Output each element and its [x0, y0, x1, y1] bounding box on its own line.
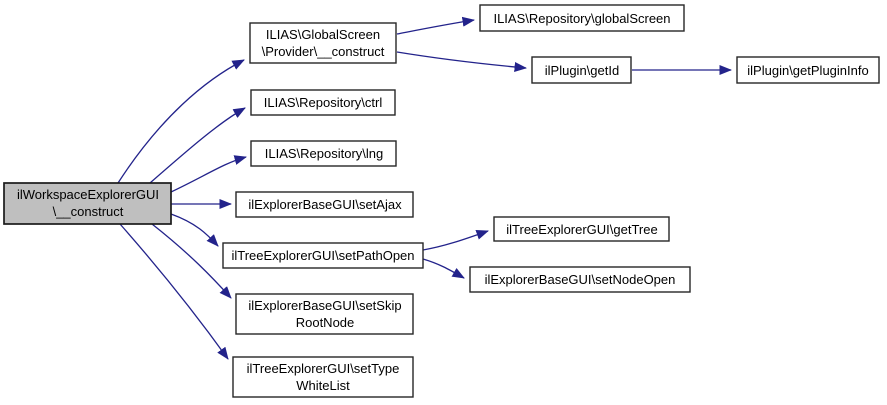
node-label: ILIAS\Repository\ctrl — [264, 95, 383, 110]
node-ilExplorerBaseGUI-setSkipRootNode[interactable]: ilExplorerBaseGUI\setSkip RootNode — [235, 293, 414, 335]
node-box[interactable] — [469, 266, 691, 293]
node-box[interactable] — [249, 22, 397, 64]
edge-provider-getId — [396, 51, 527, 72]
edge-construct-setTypeWhiteList — [119, 223, 229, 360]
edge-layer — [117, 16, 732, 360]
node-ilTreeExplorerGUI-setPathOpen[interactable]: ilTreeExplorerGUI\setPathOpen — [222, 242, 424, 269]
edge-setPathOpen-setNodeOpen — [422, 258, 465, 279]
node-label: ilTreeExplorerGUI\setType — [247, 361, 400, 376]
node-box — [3, 182, 172, 225]
node-ilPlugin-getId[interactable]: ilPlugin\getId — [531, 56, 632, 84]
node-ilExplorerBaseGUI-setAjax[interactable]: ilExplorerBaseGUI\setAjax — [235, 191, 414, 218]
edge-provider-globalScreen — [396, 16, 475, 35]
node-box[interactable] — [479, 4, 685, 32]
edge-construct-setSkipRootNode — [151, 223, 232, 299]
node-box[interactable] — [493, 216, 670, 242]
node-label: \Provider\__construct — [262, 44, 385, 59]
edge-construct-ctrl — [149, 107, 246, 184]
node-box[interactable] — [222, 242, 424, 269]
node-label: ilWorkspaceExplorerGUI — [17, 187, 159, 202]
node-label: ILIAS\GlobalScreen — [266, 27, 380, 42]
node-label: ILIAS\Repository\globalScreen — [493, 11, 670, 26]
node-ILIAS-Repository-ctrl[interactable]: ILIAS\Repository\ctrl — [250, 89, 396, 116]
node-ilWorkspaceExplorerGUI-construct: ilWorkspaceExplorerGUI \__construct — [3, 182, 172, 225]
node-label: ilExplorerBaseGUI\setAjax — [248, 197, 402, 212]
node-box[interactable] — [250, 89, 396, 116]
node-ILIAS-GlobalScreen-Provider-construct[interactable]: ILIAS\GlobalScreen \Provider\__construct — [249, 22, 397, 64]
node-label: \__construct — [53, 204, 124, 219]
edge-construct-provider — [117, 59, 245, 184]
node-label: ilPlugin\getPluginInfo — [747, 63, 868, 78]
node-label: ilTreeExplorerGUI\getTree — [506, 222, 657, 237]
node-label: WhiteList — [296, 378, 350, 393]
node-box[interactable] — [232, 356, 414, 398]
node-label: ilExplorerBaseGUI\setSkip — [248, 298, 401, 313]
node-ILIAS-Repository-globalScreen[interactable]: ILIAS\Repository\globalScreen — [479, 4, 685, 32]
node-label: ilTreeExplorerGUI\setPathOpen — [231, 248, 414, 263]
edge-setPathOpen-getTree — [422, 230, 489, 251]
node-label: ILIAS\Repository\lng — [265, 146, 384, 161]
node-layer: ilWorkspaceExplorerGUI \__construct ILIA… — [3, 4, 880, 398]
node-ilExplorerBaseGUI-setNodeOpen[interactable]: ilExplorerBaseGUI\setNodeOpen — [469, 266, 691, 293]
node-box[interactable] — [531, 56, 632, 84]
node-label: ilPlugin\getId — [545, 63, 619, 78]
node-box[interactable] — [235, 293, 414, 335]
node-ilPlugin-getPluginInfo[interactable]: ilPlugin\getPluginInfo — [736, 56, 880, 84]
node-ilTreeExplorerGUI-getTree[interactable]: ilTreeExplorerGUI\getTree — [493, 216, 670, 242]
node-box[interactable] — [736, 56, 880, 84]
node-ILIAS-Repository-lng[interactable]: ILIAS\Repository\lng — [250, 140, 397, 167]
node-label: ilExplorerBaseGUI\setNodeOpen — [485, 272, 676, 287]
node-box[interactable] — [235, 191, 414, 218]
node-label: RootNode — [296, 315, 355, 330]
node-ilTreeExplorerGUI-setTypeWhiteList[interactable]: ilTreeExplorerGUI\setType WhiteList — [232, 356, 414, 398]
edge-construct-setPathOpen — [170, 213, 219, 247]
edge-construct-lng — [170, 155, 247, 193]
node-box[interactable] — [250, 140, 397, 167]
